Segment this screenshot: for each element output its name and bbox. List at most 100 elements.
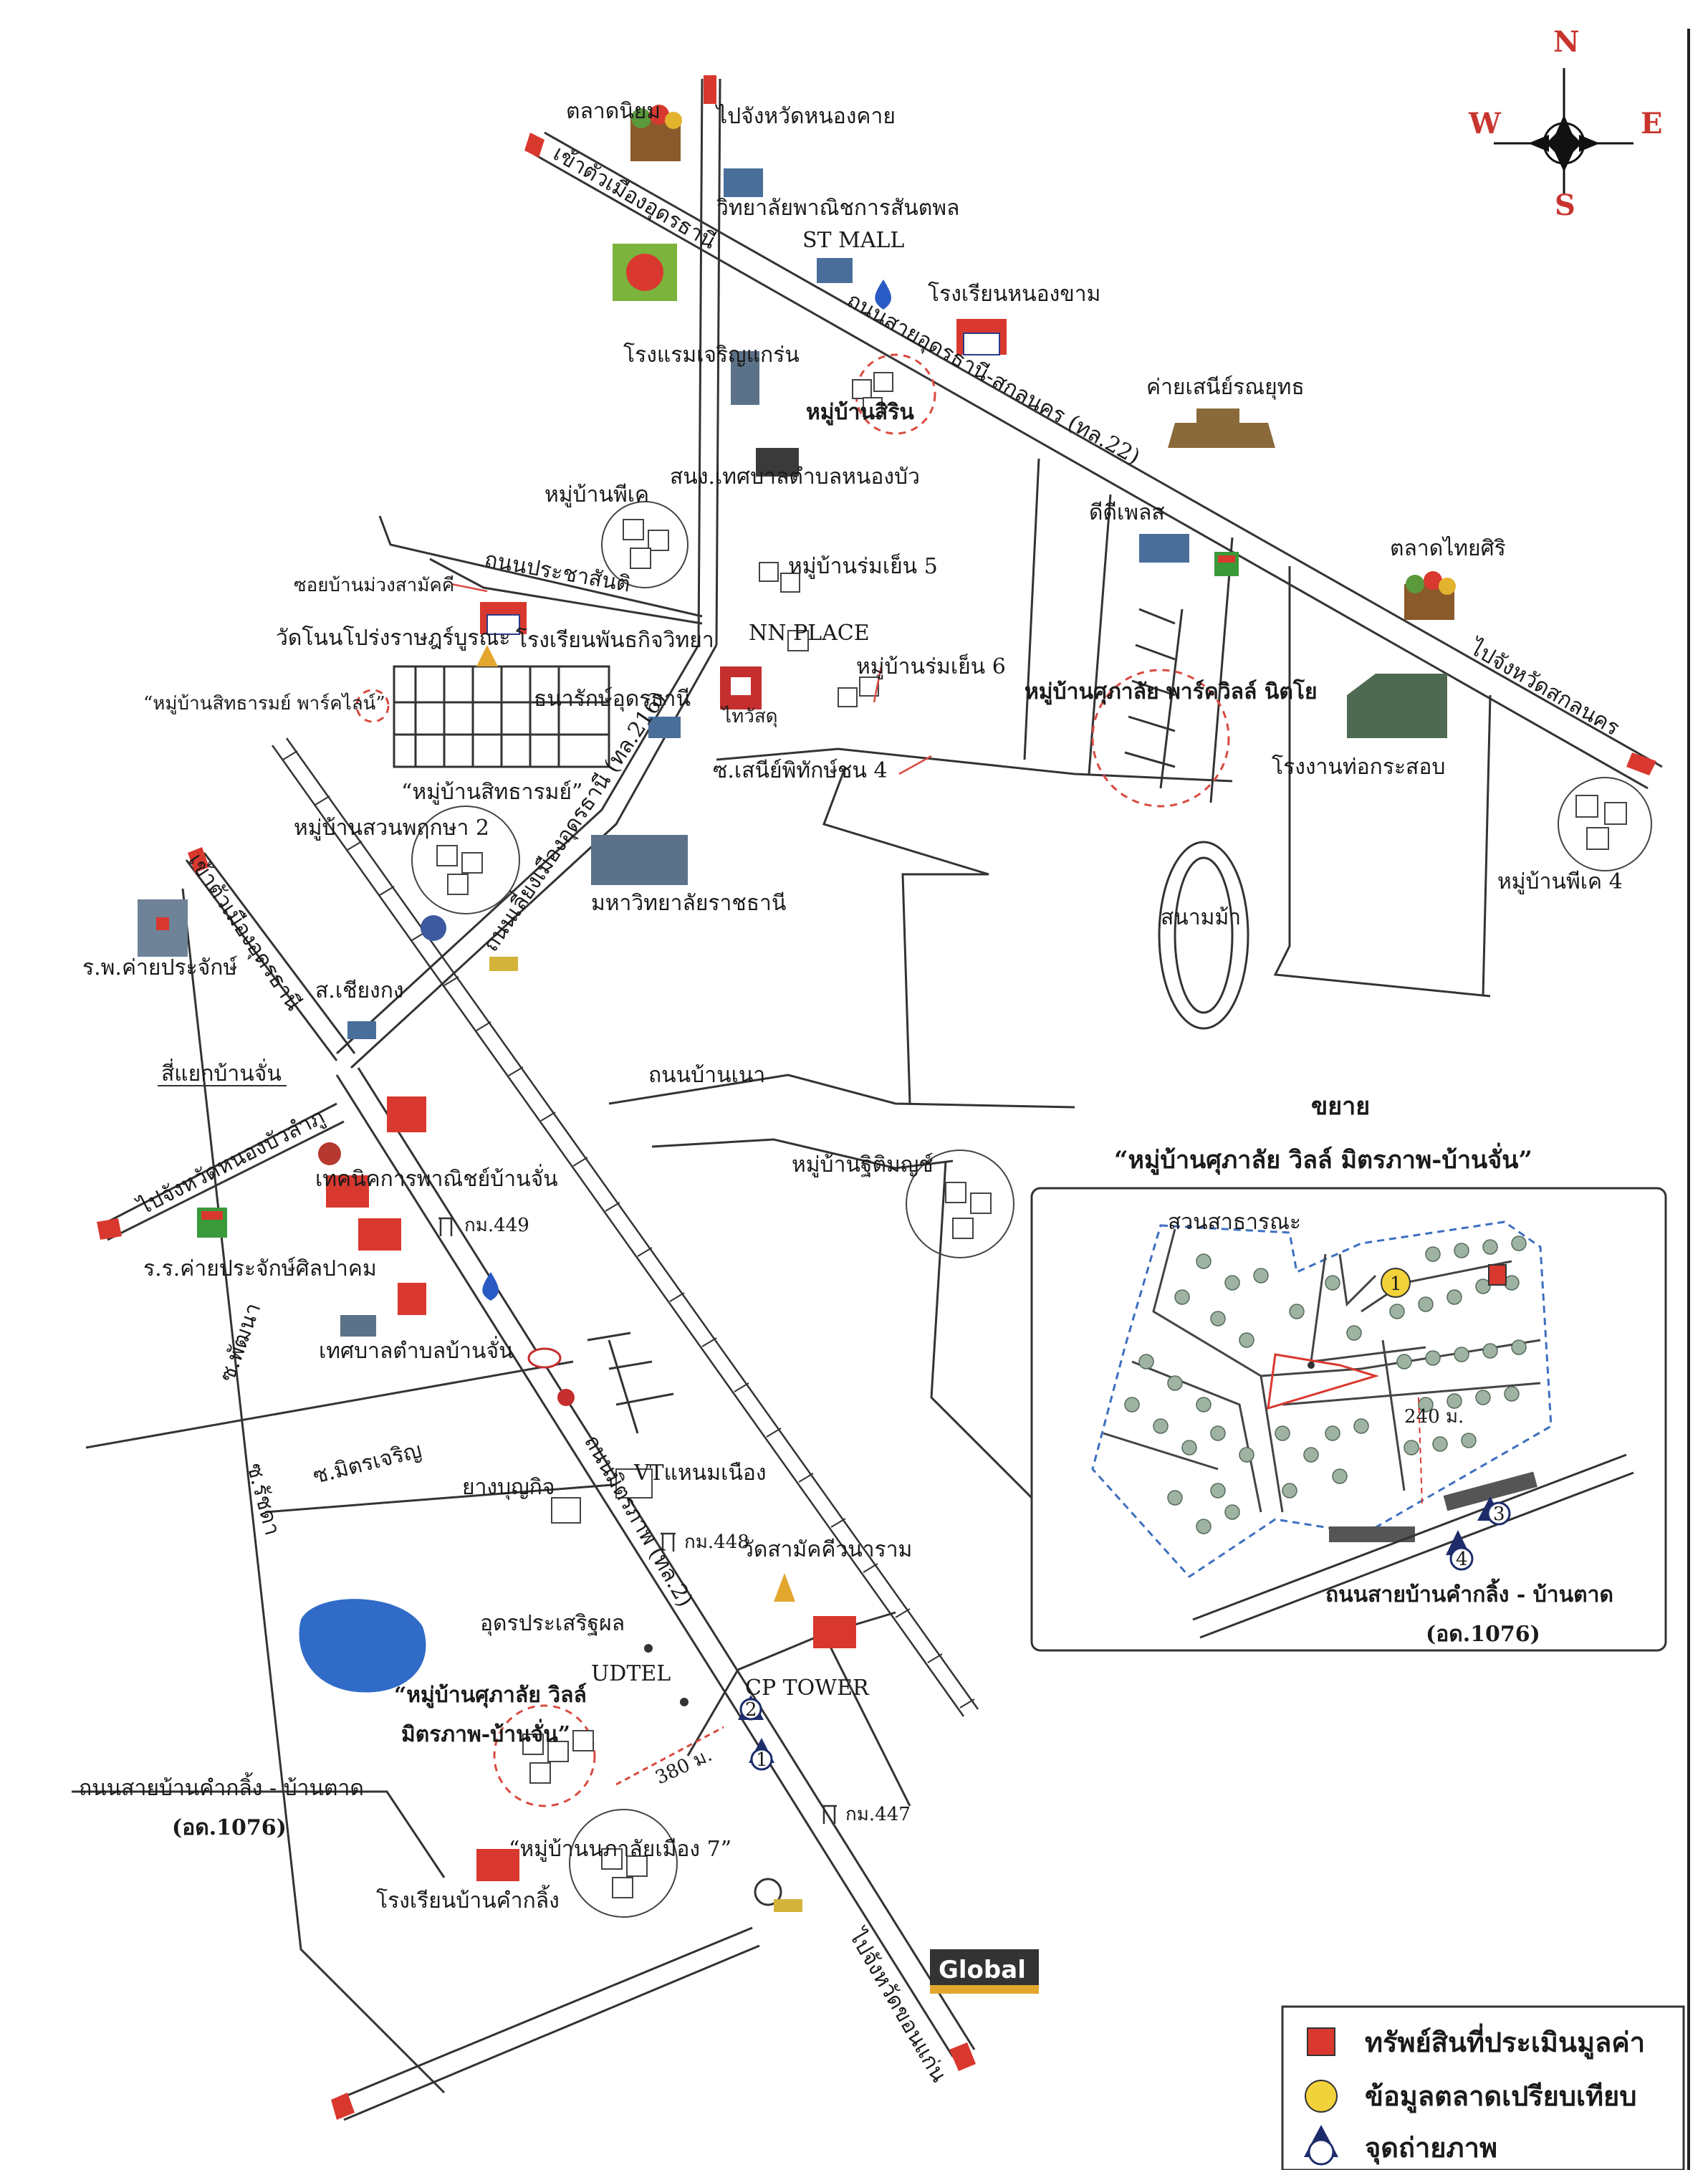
label-mooban-sittharom-park: “หมู่บ้านสิทธารมย์ พาร์คไลน์” bbox=[143, 692, 385, 714]
label-nn-place: NN PLACE bbox=[749, 621, 870, 646]
inset-marker-3: 3 bbox=[1493, 1504, 1505, 1525]
label-nongkham-school: โรงเรียนหนองขาม bbox=[928, 281, 1100, 307]
mitsubishi-logo bbox=[387, 1096, 426, 1132]
municipality-building-icon bbox=[340, 1315, 376, 1337]
compass-n: N bbox=[1553, 25, 1580, 59]
label-prachasan-road: ถนนประชาสันติ bbox=[483, 547, 633, 597]
inset-marker-4: 4 bbox=[1456, 1549, 1468, 1570]
inset-dist-240: 240 ม. bbox=[1404, 1406, 1464, 1428]
label-hotel: โรงแรมเจริญแกร่น bbox=[623, 342, 800, 368]
global-house-label: Global bbox=[939, 1956, 1026, 1984]
tank-icon bbox=[1168, 423, 1275, 448]
label-mooban-romyen6: หมู่บ้านร่มเย็น 6 bbox=[856, 653, 1006, 679]
label-vt-naem: VTแหนมเนือง bbox=[633, 1461, 767, 1486]
hotel-building-icon bbox=[731, 351, 759, 405]
label-sriyaek: สี่แยกบ้านจั่น bbox=[161, 1058, 282, 1086]
label-soi-ratchada: ซ.รัชดา bbox=[241, 1461, 284, 1538]
label-soi-mitcharoen: ซ.มิตรเจริญ bbox=[310, 1438, 424, 1488]
label-rajathani-univ: มหาวิทยาลัยราชธานี bbox=[591, 891, 786, 916]
label-to-nongbualamphu: ไปจังหวัดหนองบัวลำภู bbox=[133, 1104, 329, 1220]
legend-yellow-circle-icon bbox=[1305, 2080, 1338, 2113]
inset-road: ถนนสายบ้านคำกลิ้ง - บ้านตาด bbox=[1325, 1578, 1613, 1607]
label-subject-mooban-2: มิตรภาพ-บ้านจั่น” bbox=[401, 1719, 570, 1747]
lake bbox=[299, 1599, 426, 1693]
label-od1076: (อด.1076) bbox=[172, 1815, 287, 1840]
chevrolet-logo bbox=[489, 957, 518, 971]
label-wat-nonpong: วัดโนนโปร่งราษฎร์บูรณะ bbox=[276, 625, 510, 651]
label-road-bankamkling: ถนนสายบ้านคำกลิ้ง - บ้านตาด bbox=[79, 1772, 364, 1801]
label-mooban-pk4: หมู่บ้านพีเค 4 bbox=[1497, 869, 1623, 894]
label-yang-boonkit: ยางบุญกิจ bbox=[462, 1475, 555, 1501]
label-thanarak: ธนารักษ์อุดรธานี bbox=[534, 687, 691, 712]
label-mooban-muang7: “หมู่บ้านนภาลัยเมือง 7” bbox=[509, 1837, 731, 1862]
label-km447: กม.447 bbox=[845, 1804, 911, 1825]
label-wat-samakkhi: วัดสามัคคีวนาราม bbox=[742, 1537, 912, 1562]
label-municipal-office: สนง.เทศบาลตำบลหนองบัว bbox=[670, 464, 920, 489]
small-logo bbox=[557, 1389, 575, 1406]
km-marker-icon-2 bbox=[661, 1532, 676, 1552]
label-prajak-school: ร.ร.ค่ายประจักษ์ศิลปาคม bbox=[143, 1256, 377, 1281]
inset-title-2: “หมู่บ้านศุภาลัย วิลล์ มิตรภาพ-บ้านจั่น” bbox=[1114, 1142, 1532, 1175]
school-icon-3 bbox=[326, 1175, 369, 1208]
arrow-to-nongbualamphu bbox=[97, 1218, 122, 1240]
label-thaiwatsadu: ไทวัสดุ bbox=[721, 705, 778, 727]
label-st-mall: ST MALL bbox=[802, 228, 904, 253]
arrow-into-udon2 bbox=[188, 847, 209, 873]
esso-logo bbox=[527, 1347, 562, 1369]
label-dd-place: ดีดีเพลส bbox=[1089, 500, 1165, 525]
railway-line bbox=[271, 737, 979, 1717]
label-camp: ค่ายเสนีย์รณยุทธ bbox=[1146, 375, 1305, 401]
label-to-khonkaen: ไปจังหวัดขอนแก่น bbox=[843, 1923, 952, 2086]
legend-item-2: ข้อมูลตลาดเปรียบเทียบ bbox=[1365, 2080, 1636, 2113]
compass-rose: N S E W bbox=[1468, 25, 1663, 222]
toyota-logo bbox=[318, 1142, 341, 1165]
label-talad-thaisiri: ตลาดไทยศิริ bbox=[1390, 535, 1506, 561]
label-soi-seni: ซ.เสนีย์พิทักษ์ชน 4 bbox=[713, 758, 888, 783]
label-soi-muang: ซอยบ้านม่วงสามัคคี bbox=[294, 575, 454, 596]
label-km449: กม.449 bbox=[464, 1215, 529, 1236]
compass-s: S bbox=[1555, 188, 1575, 222]
arrow-kamkling bbox=[331, 2093, 355, 2120]
arrow-into-udon bbox=[524, 133, 544, 158]
label-vocational: เทคนิคการพาณิชย์บ้านจั่น bbox=[315, 1164, 558, 1192]
municipal-building-icon bbox=[756, 448, 799, 477]
inset-road-code: (อด.1076) bbox=[1426, 1622, 1540, 1647]
label-mooban-chutiman: หมู่บ้านฐิติมญช์ bbox=[792, 1152, 934, 1177]
label-subject-mooban-1: “หมู่บ้านศุภาลัย วิลล์ bbox=[394, 1683, 587, 1708]
legend: ทรัพย์สินที่ประเมินมูลค่า ข้อมูลตลาดเปรี… bbox=[1281, 2005, 1685, 2170]
legend-item-3: จุดถ่ายภาพ bbox=[1365, 2131, 1497, 2165]
school-icon-5 bbox=[813, 1616, 856, 1648]
ptt-drop-icon-2 bbox=[482, 1272, 499, 1301]
label-dist-380: 380 ม. bbox=[652, 1744, 715, 1789]
label-municipality-banchan: เทศบาลตำบลบ้านจั่น bbox=[319, 1336, 514, 1364]
label-udon-prasert: อุดรประเสริฐผล bbox=[480, 1611, 625, 1637]
label-mooban-suanpruksa: หมู่บ้านสวนพฤกษา 2 bbox=[294, 816, 489, 841]
factory-icon bbox=[1347, 674, 1447, 738]
inset-marker-1: 1 bbox=[1390, 1273, 1402, 1295]
km-marker-icon bbox=[438, 1217, 454, 1236]
label-panthakit-school: โรงเรียนพันธกิจวิทยา bbox=[516, 627, 714, 653]
arrow-to-sakon bbox=[1626, 752, 1656, 775]
university-building-icon bbox=[591, 835, 688, 885]
label-road-tl216: ถนนเลี่ยงเมืองอุดรธานี (ทล.216) bbox=[476, 685, 672, 957]
thanarak-building-icon bbox=[648, 717, 681, 738]
legend-red-square-icon bbox=[1307, 2027, 1335, 2056]
chiangkong-building-icon bbox=[347, 1021, 376, 1039]
label-into-udon2: เข้าตัวเมืองอุดรธานี bbox=[183, 849, 307, 1015]
temple-icon-2 bbox=[774, 1573, 795, 1602]
label-km448: กม.448 bbox=[684, 1531, 749, 1553]
label-cp-tower: CP TOWER bbox=[745, 1676, 870, 1701]
st-mall-building-icon bbox=[817, 258, 853, 283]
chevrolet-logo-2 bbox=[774, 1899, 802, 1912]
compass-w: W bbox=[1468, 107, 1502, 140]
label-mooban-sittharom: “หมู่บ้านสิทธารมย์” bbox=[401, 780, 582, 805]
km-marker-icon-3 bbox=[822, 1805, 837, 1824]
label-road-tl2: ถนนมิตรภาพ (ทล.2) bbox=[579, 1431, 698, 1612]
label-commerce-college: วิทยาลัยพาณิชการสันตพล bbox=[716, 196, 960, 221]
inset-public-park: สวนสาธารณะ bbox=[1168, 1210, 1301, 1235]
ptt-drop-icon bbox=[875, 279, 891, 310]
inset-comparable-icon bbox=[1381, 1268, 1411, 1298]
volvo-logo bbox=[421, 915, 446, 941]
label-chiangkong: ส.เชียงกง bbox=[315, 978, 404, 1003]
